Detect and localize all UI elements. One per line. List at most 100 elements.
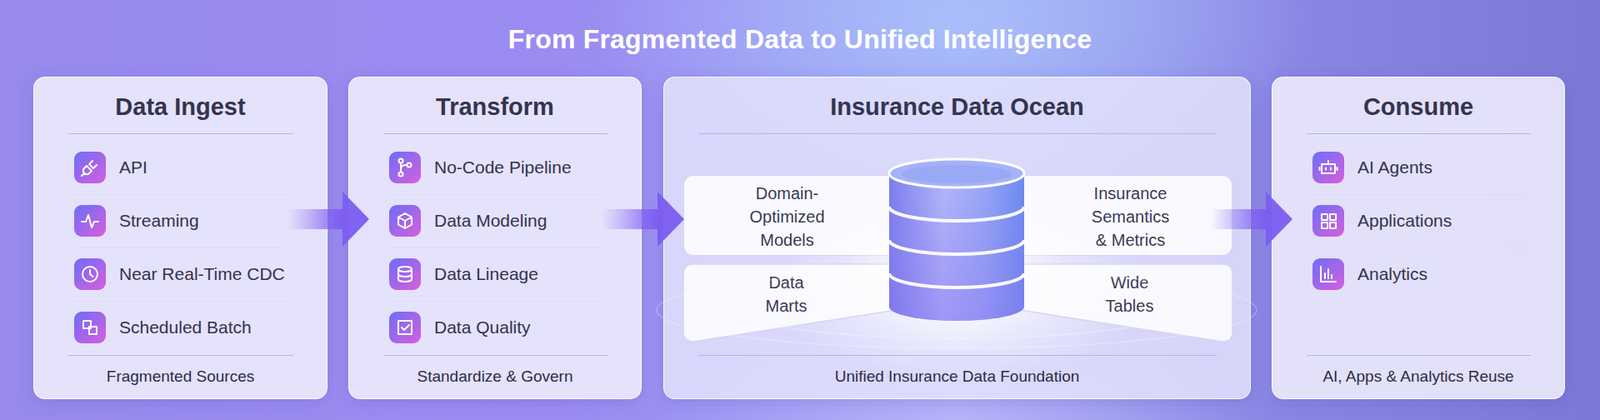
item-icon — [389, 151, 421, 184]
item-icon — [74, 205, 106, 237]
card-label: Data Marts — [756, 270, 817, 318]
icon-glyph — [398, 266, 412, 282]
item-label: Scheduled Batch — [119, 311, 252, 344]
item-divider — [1312, 247, 1524, 249]
item-icon — [1312, 258, 1345, 290]
heading-divider — [1306, 133, 1531, 135]
icon-tile — [1312, 258, 1345, 290]
item-label: API — [119, 151, 148, 184]
icon-glyph — [1320, 266, 1336, 282]
card-shape — [982, 264, 1233, 342]
icon-glyph — [83, 320, 97, 335]
item-label: Streaming — [119, 205, 200, 237]
item-label: No-Code Pipeline — [434, 151, 572, 184]
card-label: Wide Tables — [1100, 270, 1160, 318]
icon-tile — [389, 205, 421, 237]
item-divider — [389, 300, 600, 302]
icon-glyph — [1321, 214, 1336, 229]
stage-panel: Data IngestAPI StreamingNear Real-Time CD… — [33, 76, 328, 400]
content-card: Data Marts — [683, 264, 934, 342]
icon-tile — [1312, 151, 1345, 184]
list-item: AI Agents — [1312, 151, 1556, 184]
heading-divider — [383, 133, 608, 135]
item-icon — [389, 311, 421, 344]
list-item: Analytics — [1312, 258, 1556, 290]
list-item: Streaming — [74, 205, 319, 237]
content-card: Wide Tables — [982, 264, 1233, 342]
panel-footer: Unified Insurance Data Foundation — [664, 355, 1250, 399]
icon-tile — [74, 258, 106, 290]
icon-glyph — [398, 320, 412, 335]
panel-footer: Fragmented Sources — [34, 355, 327, 399]
item-label: AI Agents — [1357, 151, 1433, 184]
icon-glyph — [81, 215, 99, 228]
item-label: Data Quality — [434, 311, 531, 344]
item-icon — [74, 151, 106, 184]
heading-divider — [68, 133, 294, 135]
card-outline — [683, 264, 934, 342]
item-icon — [1312, 205, 1345, 237]
icon-tile — [74, 311, 106, 344]
icon-glyph — [81, 160, 97, 176]
panel-footer: AI, Apps & Analytics Reuse — [1272, 355, 1565, 399]
list-item: Data Modeling — [389, 205, 633, 237]
item-divider — [74, 300, 286, 302]
item-label: Data Modeling — [434, 205, 547, 237]
icon-tile — [389, 311, 421, 344]
item-label: Data Lineage — [434, 258, 539, 290]
icon-tile — [74, 205, 106, 237]
card-label: Insurance Semantics & Metrics — [1085, 181, 1176, 252]
icon-tile — [389, 151, 421, 184]
item-label: Near Real-Time CDC — [119, 258, 285, 290]
list-item: Data Quality — [389, 311, 633, 344]
item-divider — [389, 247, 600, 249]
stage-panel: Consume AI AgentsApplicationsAnalyticsAI,… — [1271, 76, 1565, 400]
card-text-area: Data Marts — [683, 264, 890, 325]
icon-glyph — [398, 213, 412, 229]
item-icon — [389, 205, 421, 237]
icon-glyph — [399, 159, 412, 177]
heading-divider — [698, 133, 1217, 135]
diagram-title: From Fragmented Data to Unified Intellig… — [0, 18, 1600, 60]
panel-heading: Transform — [349, 89, 641, 125]
icon-tile — [74, 151, 106, 184]
panel-footer: Standardize & Govern — [349, 355, 641, 399]
icon-glyph — [1320, 160, 1338, 174]
panel-heading: Insurance Data Ocean — [664, 89, 1250, 125]
footer-divider — [698, 355, 1217, 356]
card-shape — [683, 264, 934, 342]
footer-divider — [383, 355, 608, 356]
card-text-area: Insurance Semantics & Metrics — [1027, 175, 1234, 257]
card-label: Domain-Optimized Models — [742, 181, 833, 252]
footer-divider — [1306, 355, 1531, 356]
panel-heading: Data Ingest — [34, 89, 327, 125]
stage-panel: TransformNo-Code PipelineData ModelingDa… — [348, 76, 642, 400]
item-label: Applications — [1357, 205, 1452, 237]
list-item: Scheduled Batch — [74, 311, 319, 344]
list-item: Data Lineage — [389, 258, 633, 290]
item-divider — [74, 247, 286, 249]
stage-panel: Insurance Data OceanUnified Insurance Da… — [663, 76, 1251, 400]
item-label: Analytics — [1357, 258, 1428, 290]
list-item: Near Real-Time CDC — [74, 258, 319, 290]
item-divider — [1312, 194, 1524, 195]
item-divider — [389, 194, 600, 195]
card-text-area: Domain-Optimized Models — [684, 175, 890, 257]
icon-tile — [389, 258, 421, 290]
item-icon — [389, 258, 421, 290]
list-item: Applications — [1312, 205, 1556, 237]
panel-heading: Consume — [1272, 89, 1565, 125]
item-divider — [74, 194, 286, 195]
icon-glyph — [82, 266, 98, 282]
content-card: Domain-Optimized Models — [683, 175, 934, 256]
content-card: Insurance Semantics & Metrics — [982, 175, 1233, 256]
item-icon — [74, 258, 106, 290]
card-text-area: Wide Tables — [1026, 264, 1233, 325]
list-item: No-Code Pipeline — [389, 151, 633, 184]
footer-divider — [68, 355, 294, 356]
list-item: API — [74, 151, 319, 184]
item-icon — [1312, 151, 1345, 184]
icon-tile — [1312, 205, 1345, 237]
item-icon — [74, 311, 106, 344]
